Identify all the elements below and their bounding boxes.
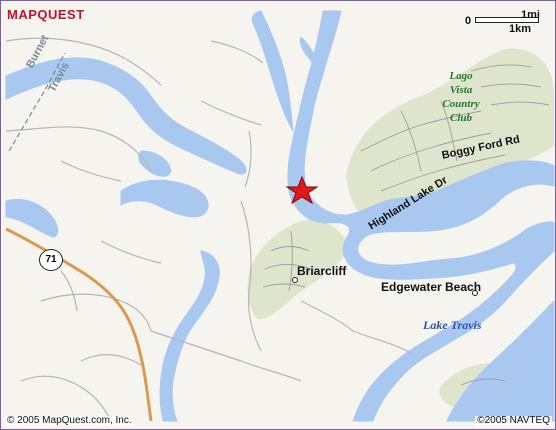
highway-shield-71: 71 [39, 249, 63, 271]
edgewater-dot [472, 290, 478, 296]
highway-71 [5, 227, 153, 422]
club-label-line: Country [442, 98, 480, 110]
place-label-briarcliff: Briarcliff [297, 264, 347, 278]
subdivision-streets [262, 64, 550, 386]
scale-mile-label: 1mi [521, 9, 540, 21]
lake-water [5, 10, 555, 422]
scale-bar: 0 1mi 1km [465, 9, 547, 37]
local-roads [5, 37, 412, 422]
club-label-line: Club [449, 112, 472, 124]
scale-bar-graphic [475, 17, 539, 23]
copyright-mapquest: © 2005 MapQuest.com, Inc. [5, 415, 134, 426]
mapquest-logo: MAPQUEST [7, 7, 85, 22]
briarcliff-dot [292, 277, 298, 283]
place-label-edgewater: Edgewater Beach [381, 280, 482, 294]
country-club-label: Lago Vista Country Club [439, 69, 483, 125]
location-star-marker[interactable] [285, 175, 319, 205]
scale-km-label: 1km [509, 23, 532, 35]
county-line [8, 52, 66, 152]
club-label-line: Lago [449, 70, 473, 82]
water-label-lake-travis: Lake Travis [423, 318, 482, 332]
club-label-line: Vista [449, 84, 473, 96]
copyright-navteq: ©2005 NAVTEQ [475, 415, 552, 426]
scale-zero-label: 0 [465, 15, 472, 27]
